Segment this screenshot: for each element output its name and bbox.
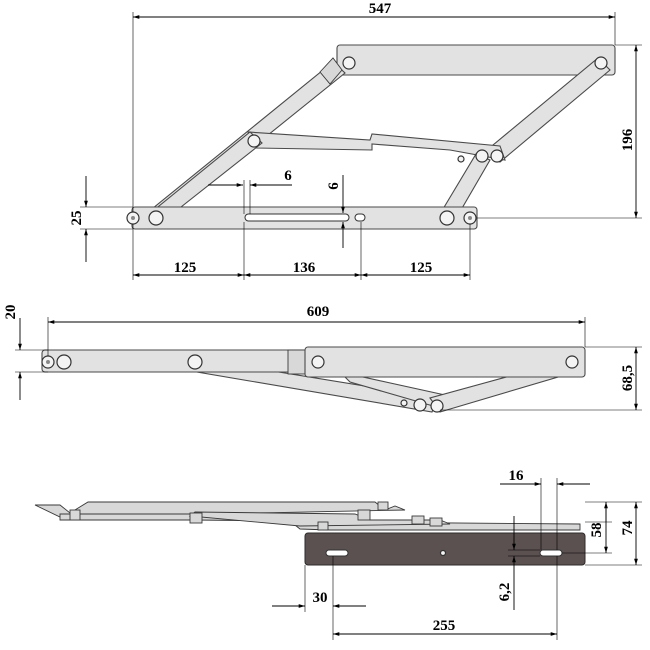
middle-view-dimensions: 609 20 68,5 <box>3 304 642 411</box>
mounting-plate <box>304 532 586 566</box>
dim-16: 16 <box>509 468 525 484</box>
top-view-dimensions: 547 196 25 6 6 125 136 125 <box>69 1 642 280</box>
plate-slot-left <box>325 549 349 557</box>
pin <box>490 149 504 163</box>
dim-20: 20 <box>3 305 19 320</box>
base-slot-short <box>354 213 366 222</box>
pin <box>247 134 261 148</box>
pin <box>457 155 465 163</box>
base-slot-long <box>244 213 350 222</box>
dim-25: 25 <box>69 211 85 226</box>
dim-6-vertical: 6 <box>326 182 342 190</box>
dim-6-2: 6,2 <box>497 583 513 602</box>
pin <box>475 149 489 163</box>
pin <box>131 216 135 220</box>
dim-255: 255 <box>433 618 456 634</box>
dim-125-right: 125 <box>410 260 433 276</box>
top-view-mechanism <box>126 44 616 230</box>
dim-74: 74 <box>620 520 636 536</box>
dim-609: 609 <box>307 304 330 320</box>
dim-125-left: 125 <box>174 260 197 276</box>
folded-bracket <box>287 349 307 375</box>
pin <box>439 210 455 226</box>
pin <box>594 56 608 70</box>
folded-upper-plate <box>304 346 586 378</box>
dim-136: 136 <box>293 260 316 276</box>
pin <box>468 216 472 220</box>
dim-547: 547 <box>369 1 392 17</box>
middle-linkage-bar <box>247 131 506 161</box>
plate-slot-right <box>539 549 563 557</box>
dim-196: 196 <box>620 128 636 151</box>
pin <box>148 210 164 226</box>
bottom-view-dimensions: 16 74 58 6,2 30 255 <box>272 468 642 640</box>
arm-bracket <box>319 57 343 85</box>
dim-68-5: 68,5 <box>620 365 636 391</box>
upper-plate <box>336 44 616 76</box>
folded-left-bar <box>41 349 308 373</box>
bottom-view-mechanism <box>34 501 586 566</box>
pin <box>342 56 356 70</box>
dim-58: 58 <box>589 523 605 538</box>
dim-30: 30 <box>313 590 328 606</box>
dim-6-horizontal: 6 <box>284 168 292 184</box>
middle-view-mechanism <box>41 346 586 413</box>
